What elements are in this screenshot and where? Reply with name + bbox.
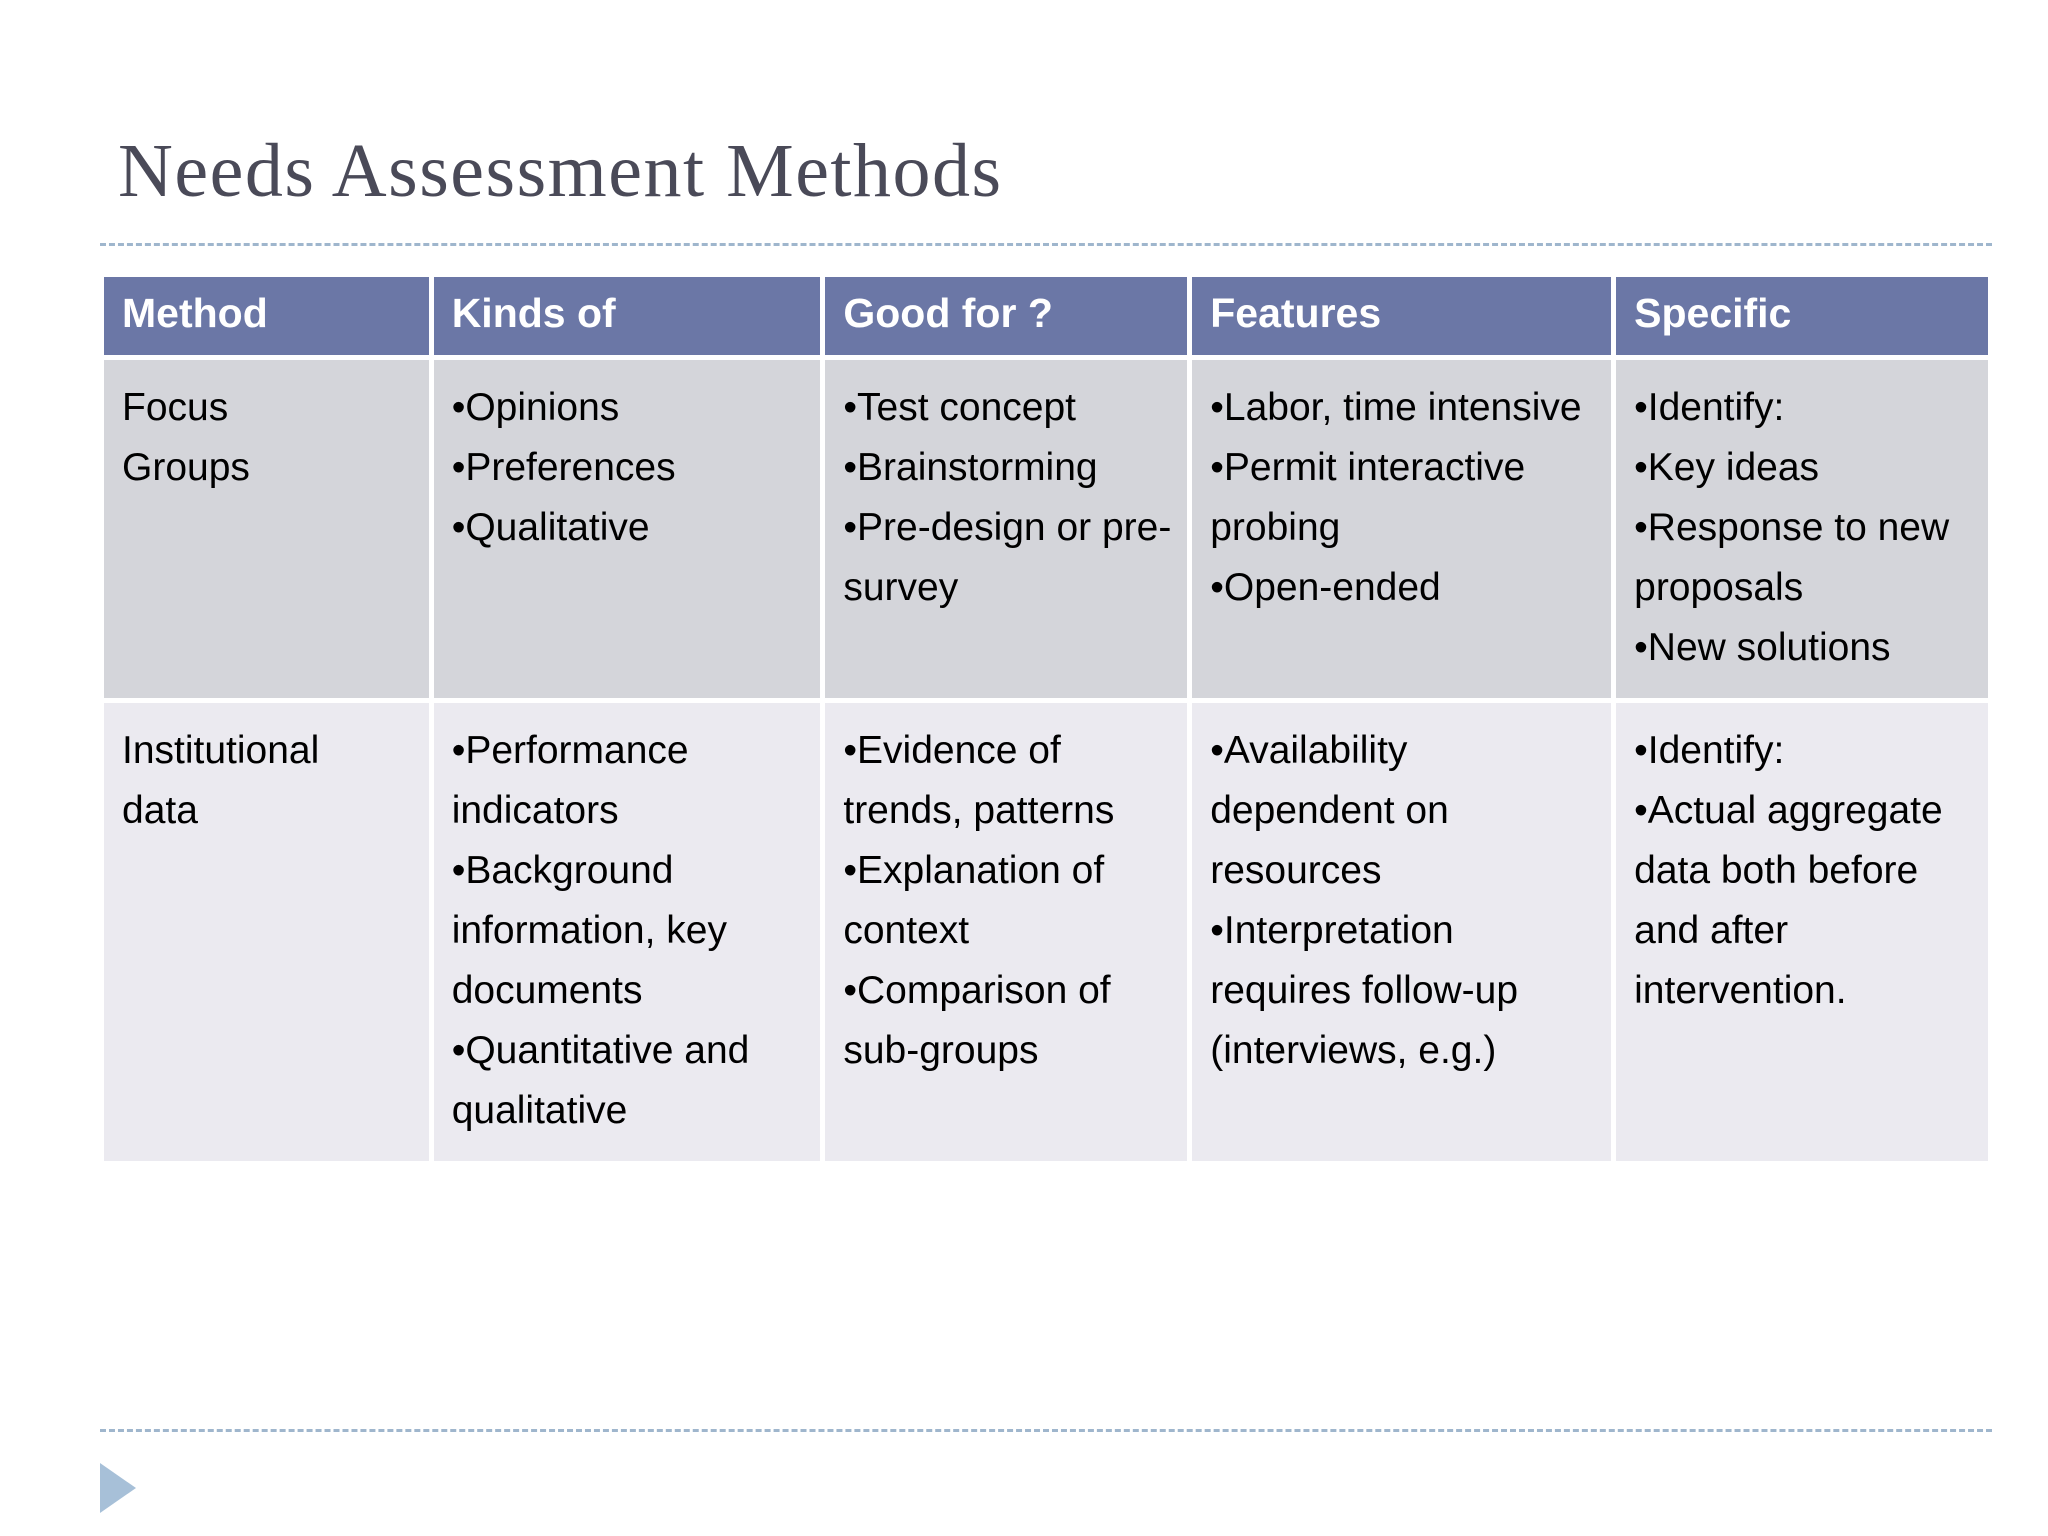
bullet-item: Test concept xyxy=(843,378,1173,438)
bullet-item: Comparison of sub-groups xyxy=(843,961,1173,1081)
cell-features: Labor, time intensivePermit interactive … xyxy=(1192,360,1617,703)
method-name: Focus Groups xyxy=(122,386,250,489)
bullet-list-specific: Identify:Key ideasResponse to new propos… xyxy=(1634,378,1974,678)
bullet-list-specific: Identify:Actual aggregate data both befo… xyxy=(1634,721,1974,1021)
bullet-item: Pre-design or pre-survey xyxy=(843,498,1173,618)
needs-assessment-methods-table: Method Kinds of Good for ? Features Spec… xyxy=(104,277,1988,1161)
column-header-kinds-of: Kinds of xyxy=(433,277,826,360)
cell-specific: Identify:Actual aggregate data both befo… xyxy=(1616,703,1988,1161)
bullet-item: Open-ended xyxy=(1210,558,1597,618)
bullet-list-good-for: Evidence of trends, patternsExplanation … xyxy=(843,721,1173,1081)
bullet-item: Evidence of trends, patterns xyxy=(843,721,1173,841)
bullet-list-features: Labor, time intensivePermit interactive … xyxy=(1210,378,1597,618)
bullet-item: Labor, time intensive xyxy=(1210,378,1597,438)
bullet-item: Explanation of context xyxy=(843,841,1173,961)
bullet-item: Opinions xyxy=(452,378,807,438)
column-header-features: Features xyxy=(1192,277,1617,360)
bullet-item: Identify: xyxy=(1634,721,1974,781)
table-header-row: Method Kinds of Good for ? Features Spec… xyxy=(104,277,1988,360)
bullet-item: Background information, key documents xyxy=(452,841,807,1021)
bullet-item: New solutions xyxy=(1634,618,1974,678)
cell-method: Focus Groups xyxy=(104,360,434,703)
bullet-item: Identify: xyxy=(1634,378,1974,438)
cell-good-for: Evidence of trends, patternsExplanation … xyxy=(825,703,1193,1161)
cell-kinds-of: Performance indicatorsBackground informa… xyxy=(433,703,826,1161)
bullet-item: Performance indicators xyxy=(452,721,807,841)
bullet-list-good-for: Test conceptBrainstormingPre-design or p… xyxy=(843,378,1173,618)
bullet-item: Actual aggregate data both before and af… xyxy=(1634,781,1974,1021)
page-title: Needs Assessment Methods xyxy=(118,129,1003,213)
bullet-item: Interpretation requires follow-up (inter… xyxy=(1210,901,1597,1081)
column-header-method: Method xyxy=(104,277,434,360)
bullet-item: Availability dependent on resources xyxy=(1210,721,1597,901)
table-row: Institutional data Performance indicator… xyxy=(104,703,1988,1161)
cell-features: Availability dependent on resourcesInter… xyxy=(1192,703,1617,1161)
cell-method: Institutional data xyxy=(104,703,434,1161)
column-header-good-for: Good for ? xyxy=(825,277,1193,360)
cell-good-for: Test conceptBrainstormingPre-design or p… xyxy=(825,360,1193,703)
column-header-specific: Specific xyxy=(1616,277,1988,360)
bullet-list-features: Availability dependent on resourcesInter… xyxy=(1210,721,1597,1081)
play-triangle-icon xyxy=(100,1463,136,1513)
title-divider-top xyxy=(100,243,1992,246)
bullet-item: Brainstorming xyxy=(843,438,1173,498)
method-name: Institutional data xyxy=(122,729,320,832)
bullet-item: Preferences xyxy=(452,438,807,498)
bullet-item: Qualitative xyxy=(452,498,807,558)
bullet-list-kinds-of: OpinionsPreferencesQualitative xyxy=(452,378,807,558)
bullet-item: Response to new proposals xyxy=(1634,498,1974,618)
table-row: Focus Groups OpinionsPreferencesQualitat… xyxy=(104,360,1988,703)
bullet-item: Permit interactive probing xyxy=(1210,438,1597,558)
bullet-item: Key ideas xyxy=(1634,438,1974,498)
cell-kinds-of: OpinionsPreferencesQualitative xyxy=(433,360,826,703)
bullet-list-kinds-of: Performance indicatorsBackground informa… xyxy=(452,721,807,1141)
cell-specific: Identify:Key ideasResponse to new propos… xyxy=(1616,360,1988,703)
bullet-item: Quantitative and qualitative xyxy=(452,1021,807,1141)
footer-divider xyxy=(100,1429,1992,1432)
